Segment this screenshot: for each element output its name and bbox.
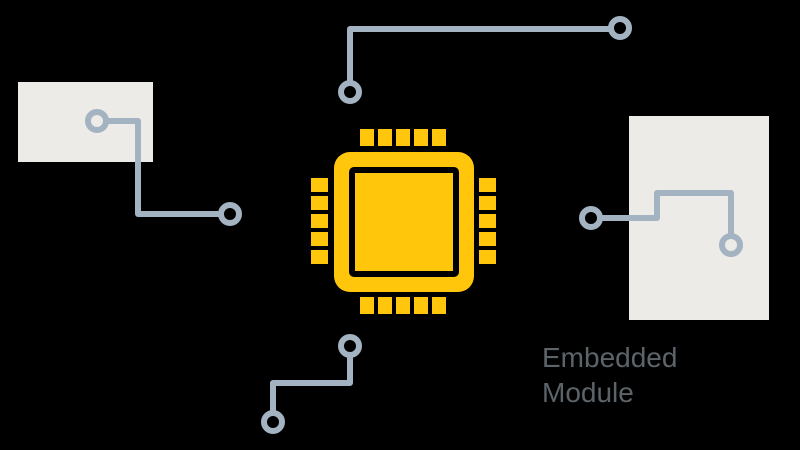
- bottom-circuit-trace-icon: [261, 334, 362, 434]
- module-label-line2: Module: [542, 377, 634, 408]
- module-label-line1: Embedded: [542, 342, 678, 373]
- top-circuit-trace-icon: [338, 16, 632, 104]
- microchip-icon: [311, 129, 496, 314]
- module-label: Embedded Module: [542, 340, 677, 410]
- right-circuit-trace-icon: [579, 190, 743, 257]
- left-circuit-trace-icon: [85, 109, 242, 226]
